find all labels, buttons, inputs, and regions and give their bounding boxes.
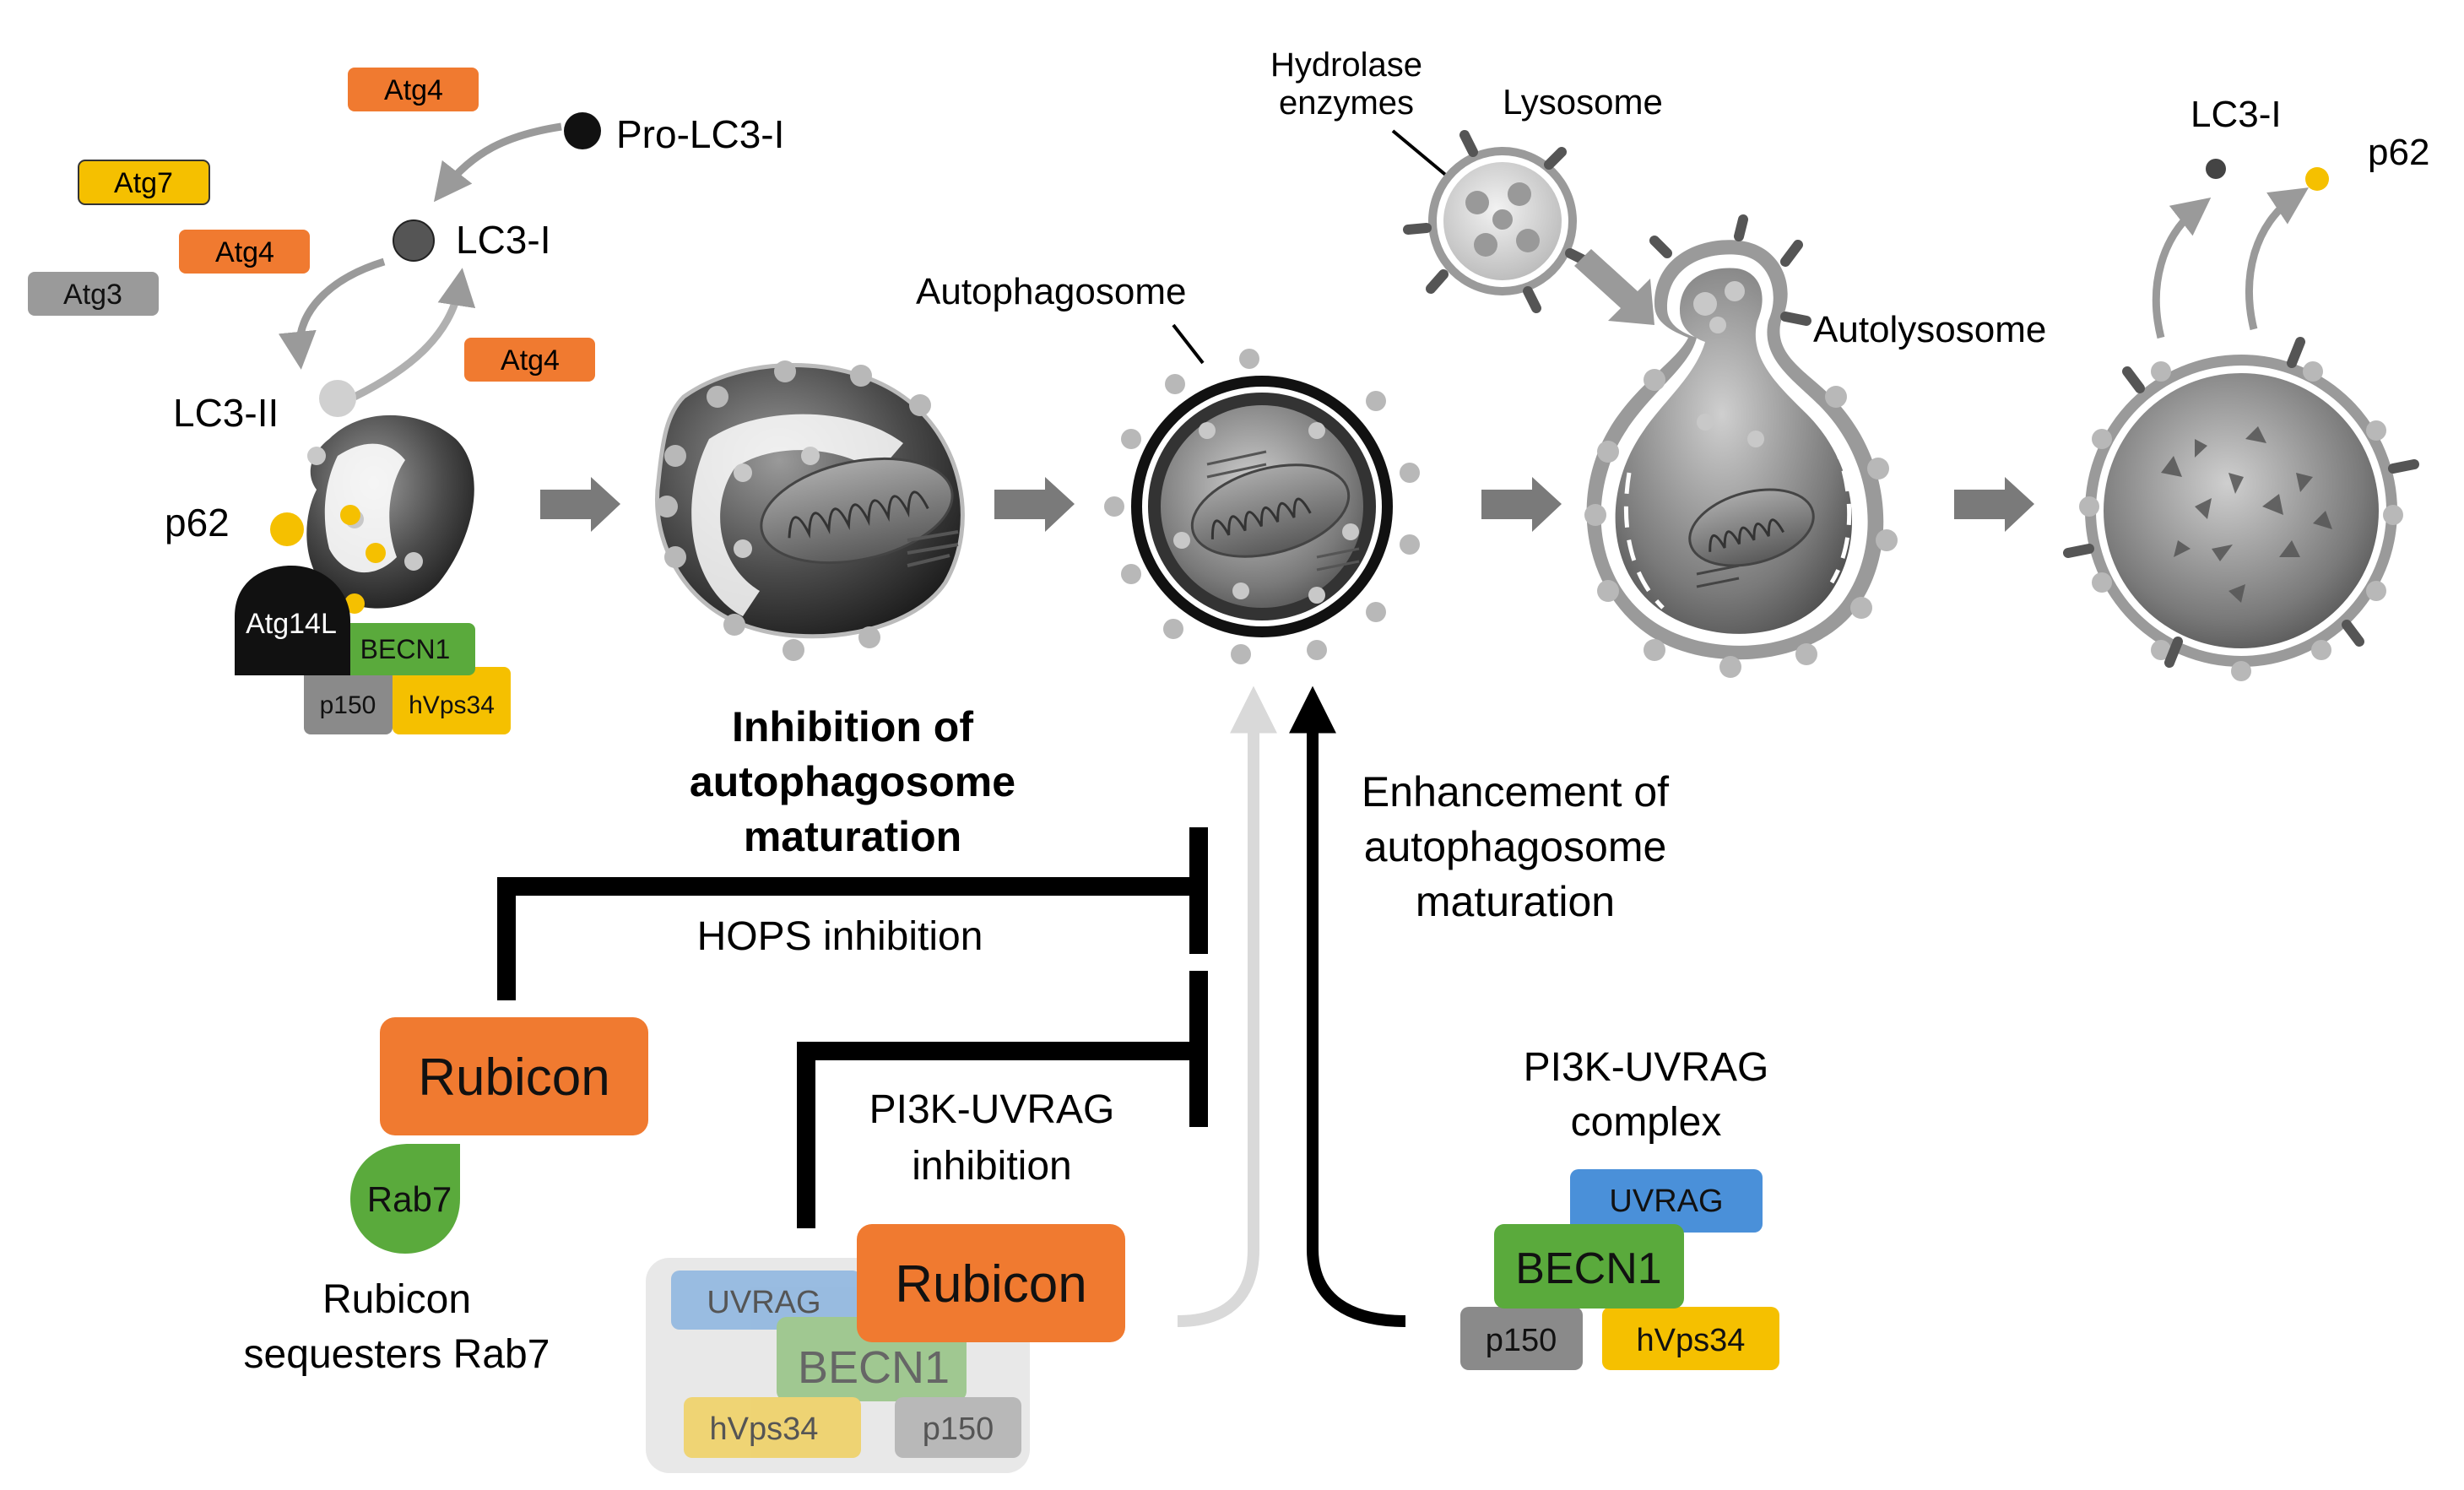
release-arrow-lc3: [2152, 197, 2212, 339]
pi3k-inhibition-line: [797, 1042, 1199, 1228]
autolysosome-label: Autolysosome: [1813, 309, 2046, 350]
enhancement-label-3: maturation: [1416, 878, 1615, 925]
inhibition-title-1: Inhibition of: [732, 703, 973, 750]
enhancement-arrow-light: [1177, 685, 1277, 1327]
p62-right-label: p62: [2368, 132, 2429, 173]
pi3k-inhibition-label-1: PI3K-UVRAG: [869, 1087, 1115, 1132]
hops-inhibition-line: [497, 877, 1199, 1000]
inhibition-title-2: autophagosome: [690, 758, 1015, 805]
autophagosome: [1104, 349, 1420, 664]
becn1-label: BECN1: [1515, 1244, 1661, 1293]
atg4-box-low: Atg4: [464, 338, 595, 382]
lysosome-fusion-arrow: [1574, 249, 1654, 325]
pro-lc3-dot: [564, 112, 601, 149]
autophagosome-label: Autophagosome: [916, 271, 1186, 312]
arrow-lc3-to-lc3ii: [278, 257, 386, 370]
p62-left-dot: [270, 512, 304, 546]
atg4-box-top: Atg4: [348, 68, 479, 111]
lc3-i-right-dot: [2206, 159, 2226, 179]
becn1-faded-label: BECN1: [798, 1342, 950, 1393]
lc3-ii-label: LC3-II: [173, 391, 279, 435]
p62-right-dot: [2305, 167, 2329, 191]
atg4-box-mid: Atg4: [179, 230, 310, 274]
becn1-small-label: BECN1: [360, 634, 451, 664]
pi3k-small-complex: p150 hVps34 BECN1 Atg14L: [235, 566, 511, 734]
release-arrow-p62: [2245, 187, 2310, 331]
pi3k-uvrag-complex: UVRAG p150 hVps34 BECN1: [1460, 1169, 1779, 1370]
rubicon-caption-1: Rubicon: [322, 1277, 471, 1322]
atg3-box: Atg3: [28, 272, 159, 316]
hydrolase-label-2: enzymes: [1279, 84, 1414, 122]
lysosome-label: Lysosome: [1503, 82, 1663, 122]
uvrag-label: UVRAG: [1609, 1184, 1723, 1219]
enhancement-label-2: autophagosome: [1364, 823, 1667, 870]
pro-lc3-label: Pro-LC3-I: [616, 112, 784, 156]
hydrolase-label-1: Hydrolase: [1270, 46, 1422, 84]
pi3k-complex-title-1: PI3K-UVRAG: [1524, 1045, 1769, 1090]
rubicon-caption-2: sequesters Rab7: [244, 1332, 550, 1377]
lc3-i-label: LC3-I: [456, 218, 550, 262]
atg7-label: Atg7: [114, 167, 173, 199]
enhancement-arrow-dark: [1289, 685, 1406, 1327]
pi3k-inhibition-label-2: inhibition: [912, 1144, 1071, 1189]
lc3-i-dot: [393, 219, 435, 262]
p150-faded-label: p150: [923, 1411, 994, 1447]
rubicon-bound-complex: UVRAG BECN1 hVps34 p150 Rubicon: [646, 1224, 1125, 1473]
atg14l-label: Atg14L: [246, 608, 337, 640]
atg4-label: Atg4: [501, 344, 560, 377]
lysosome: [1403, 130, 1592, 313]
p62-left-label: p62: [165, 501, 230, 545]
forming-autophagosome: [655, 360, 965, 661]
hvps34-label: hVps34: [1637, 1323, 1746, 1358]
hvps34-faded-label: hVps34: [710, 1411, 819, 1447]
hops-inhibition-label: HOPS inhibition: [697, 914, 983, 959]
enhancement-label-1: Enhancement of: [1362, 768, 1669, 815]
pi3k-complex-title-2: complex: [1571, 1100, 1722, 1145]
uvrag-faded-label: UVRAG: [707, 1285, 820, 1320]
autolysosome: [1584, 214, 1898, 678]
atg4-label: Atg4: [384, 74, 443, 106]
atg3-label: Atg3: [63, 279, 122, 311]
rubicon-rab7-group: Rubicon Rab7: [350, 1017, 648, 1254]
rubicon-bound-label: Rubicon: [895, 1255, 1086, 1314]
arrow-pro-to-lc3: [433, 122, 562, 203]
p150-label: p150: [1486, 1323, 1557, 1358]
rab7-label: Rab7: [367, 1179, 452, 1219]
rubicon-left-label: Rubicon: [418, 1048, 609, 1107]
lc3-ii-dot: [319, 380, 356, 417]
lc3-i-right-label: LC3-I: [2191, 94, 2282, 135]
p150-small-label: p150: [320, 691, 376, 719]
phagophore: [306, 414, 474, 614]
hvps34-small-label: hVps34: [409, 691, 495, 719]
atg4-label: Atg4: [215, 236, 274, 268]
inhibition-title-3: maturation: [744, 813, 961, 860]
process-arrows: [540, 477, 2034, 532]
arrow-lc3ii-to-lc3: [352, 268, 476, 401]
residual-body: [2063, 337, 2419, 681]
autophagosome-pointer: [1172, 323, 1205, 365]
atg7-box: Atg7: [78, 160, 210, 205]
